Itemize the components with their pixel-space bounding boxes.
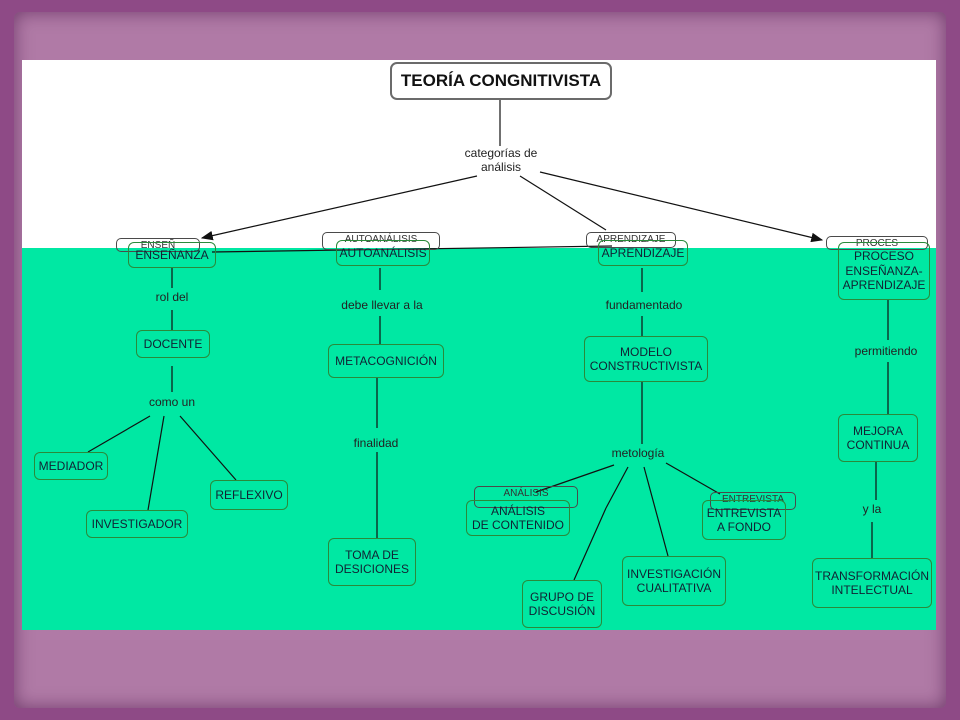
link-finalidad: finalidad xyxy=(353,436,399,450)
node-mejora-continua: MEJORA CONTINUA xyxy=(838,414,918,462)
edge-link-to-ensenanza xyxy=(200,175,478,241)
link-debe-llevar: debe llevar a la xyxy=(341,298,423,312)
link-fundamentado: fundamentado xyxy=(605,298,683,312)
link-permitiendo: permitiendo xyxy=(854,344,918,358)
connector-lines xyxy=(87,100,889,581)
leaf-investigacion-cualitativa: INVESTIGACIÓN CUALITATIVA xyxy=(622,556,726,606)
title-node: TEORÍA CONGNITIVISTA xyxy=(390,62,612,100)
ghost-entrevista: ENTREVISTA xyxy=(710,492,796,510)
node-toma-decisiones: TOMA DE DESICIONES xyxy=(328,538,416,586)
ghost-autoanalisis: AUTOANÁLISIS xyxy=(322,232,440,250)
concept-map-canvas: TEORÍA CONGNITIVISTA categorías de análi… xyxy=(22,60,936,630)
node-autoanalisis: AUTOANÁLISIS xyxy=(336,240,430,266)
leaf-entrevista-fondo: ENTREVISTA A FONDO xyxy=(702,500,786,540)
node-proceso-ensenanza-aprendizaje: PROCESO ENSEÑANZA- APRENDIZAJE xyxy=(838,242,930,300)
mint-overlay xyxy=(22,248,936,630)
node-metacognicion: METACOGNICIÓN xyxy=(328,344,444,378)
node-modelo-constructivista: MODELO CONSTRUCTIVISTA xyxy=(584,336,708,382)
edge-link-to-proceso xyxy=(539,171,824,243)
link-rol-del: rol del xyxy=(155,290,189,304)
leaf-grupo-discusion: GRUPO DE DISCUSIÓN xyxy=(522,580,602,628)
node-docente: DOCENTE xyxy=(136,330,210,358)
leaf-investigador: INVESTIGADOR xyxy=(86,510,188,538)
link-y-la: y la xyxy=(862,502,882,516)
edge-link-to-aprendizaje xyxy=(519,175,607,231)
leaf-mediador: MEDIADOR xyxy=(34,452,108,480)
leaf-reflexivo: REFLEXIVO xyxy=(210,480,288,510)
ghost-analisis: ANÁLISIS xyxy=(474,486,578,508)
node-transformacion-intelectual: TRANSFORMACIÓN INTELECTUAL xyxy=(812,558,932,608)
root-link-label: categorías de análisis xyxy=(464,146,538,174)
link-como-un: como un xyxy=(148,395,196,409)
node-aprendizaje: APRENDIZAJE xyxy=(598,240,688,266)
leaf-analisis-contenido: ANÁLISIS DE CONTENIDO xyxy=(466,500,570,536)
link-metologia: metología xyxy=(611,446,665,460)
node-ensenanza: ENSEÑANZA xyxy=(128,242,216,268)
ghost-ensenanza: ENSEÑ xyxy=(116,238,200,252)
